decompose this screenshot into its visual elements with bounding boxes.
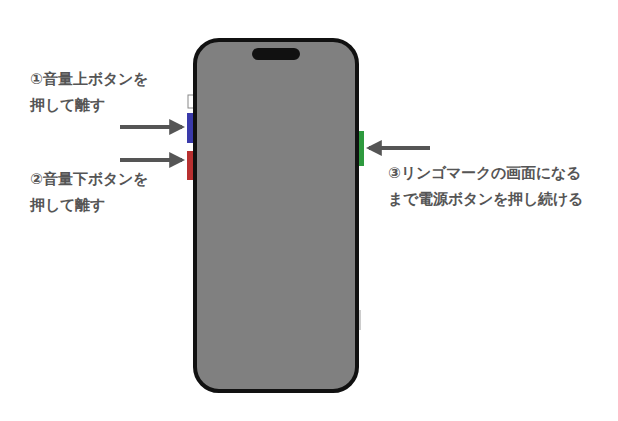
volume-down-button	[187, 151, 194, 180]
instruction-label: ①音量上ボタンを 押して離す	[30, 66, 180, 118]
volume-up-button	[187, 113, 194, 143]
phone-body	[195, 40, 357, 391]
pointer-arrow	[369, 146, 430, 150]
dynamic-island	[252, 48, 300, 60]
pointer-arrow	[120, 125, 182, 129]
pointer-arrow	[120, 158, 182, 162]
instruction-label: ②音量下ボタンを 押して離す	[30, 166, 180, 218]
instruction-label: ③リンゴマークの画面になる まで電源ボタンを押し続ける	[388, 160, 610, 212]
